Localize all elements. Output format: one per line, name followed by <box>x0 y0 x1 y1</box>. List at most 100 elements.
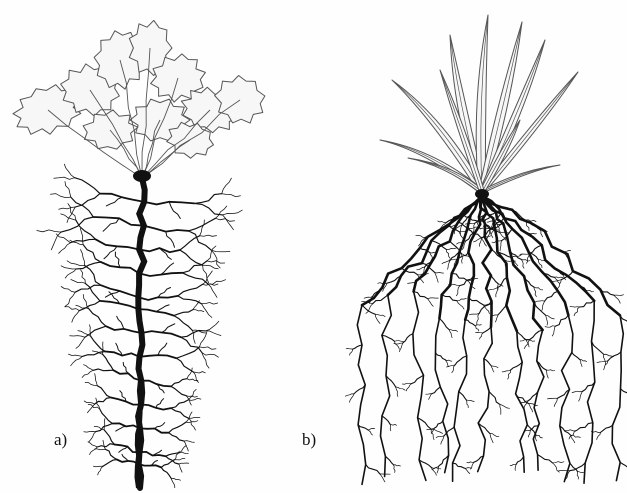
fibrous-root-tail <box>357 305 365 484</box>
rootlet <box>577 423 593 431</box>
rootlet <box>375 314 385 316</box>
rootlet <box>515 464 516 470</box>
rootlet <box>547 370 549 378</box>
rootlet <box>480 333 483 339</box>
rootlet <box>349 394 354 402</box>
rootlet <box>85 265 102 285</box>
rootlet <box>517 331 526 340</box>
rootlet <box>51 194 71 198</box>
rootlet <box>394 465 395 473</box>
rootlet <box>85 382 97 385</box>
lateral-root <box>142 331 181 337</box>
rootlet <box>179 463 189 464</box>
rootlet <box>67 261 84 266</box>
rootlet <box>366 465 380 474</box>
rootlet <box>432 387 440 394</box>
rootlet <box>469 313 479 315</box>
rootlet <box>189 418 200 419</box>
rootlet <box>479 301 491 313</box>
rootlet <box>446 248 456 250</box>
lateral-root <box>106 326 142 333</box>
rootlet <box>222 178 232 194</box>
rootlet <box>577 471 583 472</box>
rootlet <box>580 301 595 307</box>
rootlet <box>368 430 373 435</box>
rootlet <box>474 325 481 326</box>
rootlet <box>51 232 61 250</box>
rootlet <box>552 326 555 336</box>
rootlet <box>489 392 500 405</box>
rootlet <box>88 442 97 447</box>
rootlet <box>350 349 353 355</box>
rootlet <box>186 421 198 423</box>
rootlet <box>188 398 201 400</box>
rootlet <box>65 269 76 278</box>
rootlet <box>457 301 464 309</box>
rootlet <box>117 316 124 329</box>
rootlet <box>61 266 76 269</box>
rootlet <box>184 441 188 451</box>
rootlet <box>500 404 501 414</box>
fibrous-root-tail <box>533 330 544 470</box>
rootlet <box>436 353 446 360</box>
rootlet <box>89 309 106 326</box>
rootlet <box>403 334 413 343</box>
rootlet <box>205 321 218 331</box>
rootlet <box>106 197 122 206</box>
lateral-root <box>96 239 140 249</box>
rootlet <box>188 389 196 400</box>
rootlet <box>61 287 75 293</box>
rootlet <box>508 370 511 379</box>
rootlet <box>574 307 579 316</box>
rootlet <box>457 298 467 300</box>
rootlet <box>402 383 411 384</box>
rootlet <box>469 298 484 305</box>
rootlet <box>528 430 530 437</box>
rootlet <box>104 419 105 430</box>
rootlet <box>81 250 85 266</box>
broad-leaf-rosette <box>13 20 265 182</box>
fibrous-root-tail <box>413 292 426 481</box>
rootlet <box>555 277 563 278</box>
rootlet <box>76 337 85 348</box>
rootlet <box>119 447 128 453</box>
rootlet <box>535 301 545 303</box>
rootlet <box>212 250 230 252</box>
rootlet <box>399 343 402 352</box>
rootlet <box>435 272 439 282</box>
rootlet <box>80 228 83 244</box>
rootlet <box>548 398 558 399</box>
rootlet <box>64 164 74 178</box>
rootlet <box>205 331 221 336</box>
rootlet <box>496 288 498 297</box>
rootlet <box>59 207 76 209</box>
rootlet <box>474 325 478 331</box>
rootlet <box>61 217 93 232</box>
rootlet <box>81 270 86 284</box>
rootlet <box>158 288 170 298</box>
rootlet <box>534 287 543 290</box>
rootlet <box>500 404 510 408</box>
rootlet <box>442 295 457 301</box>
rootlet <box>597 361 608 363</box>
fibrous-root-tail <box>435 319 448 473</box>
rootlet <box>490 434 493 443</box>
rootlet <box>169 202 180 219</box>
rootlet <box>396 387 398 397</box>
rootlet <box>534 303 545 315</box>
rootlet <box>100 409 113 423</box>
rootlet <box>456 286 459 296</box>
rootlet <box>202 304 212 318</box>
rootlet <box>465 320 474 325</box>
rootlet <box>91 337 106 352</box>
rootlet <box>202 353 218 358</box>
panel-label-b: b) <box>302 430 316 450</box>
rootlet <box>97 444 114 447</box>
rootlet <box>208 284 217 297</box>
fibrous-root-tail <box>453 320 467 481</box>
rootlet <box>155 423 165 429</box>
rootlet <box>202 284 218 286</box>
rootlet <box>592 341 604 354</box>
rootlet <box>470 462 473 469</box>
rootlet <box>395 341 404 342</box>
